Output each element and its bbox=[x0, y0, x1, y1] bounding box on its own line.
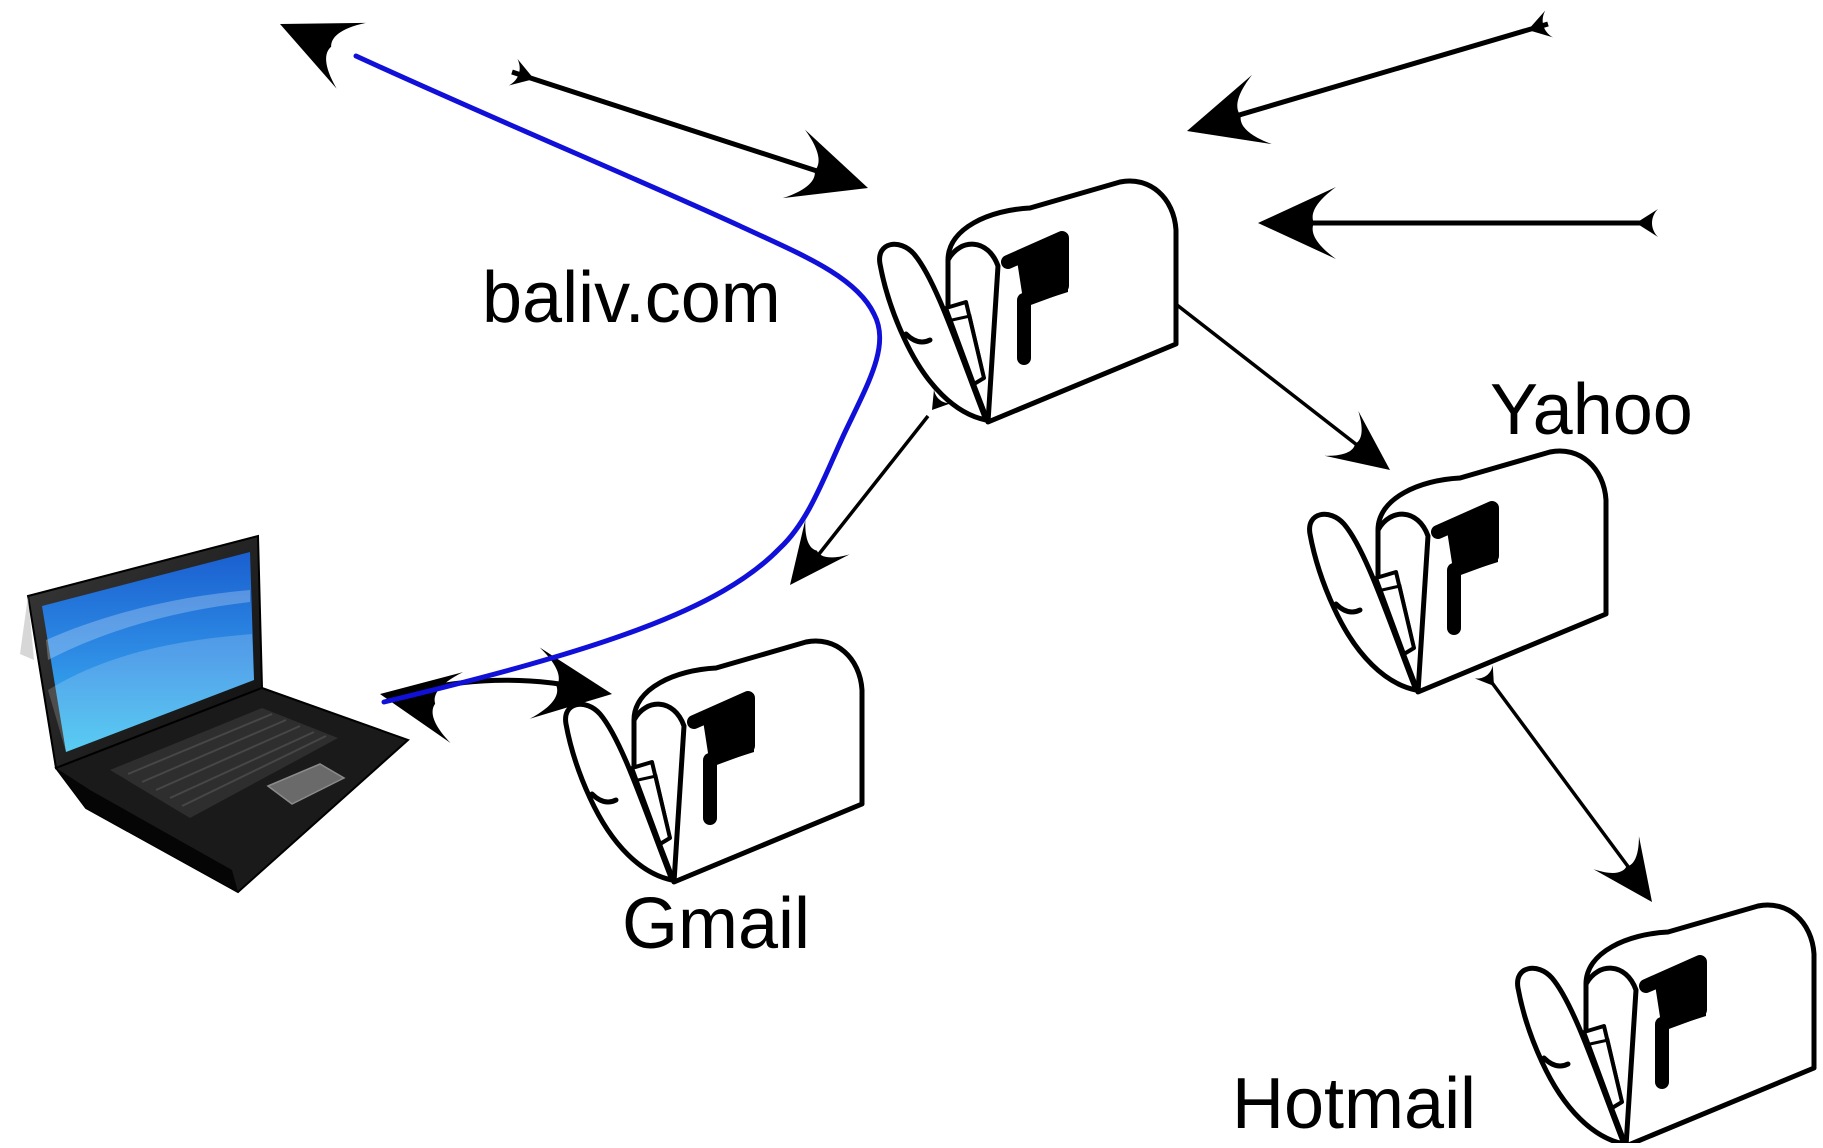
label-yahoo: Yahoo bbox=[1490, 370, 1693, 450]
route-line bbox=[265, 0, 883, 705]
arrow-yahoo-to-hotmail bbox=[1474, 665, 1675, 919]
arrow-inbound-top-right bbox=[1177, 10, 1554, 166]
mailbox-icon bbox=[1518, 905, 1814, 1143]
arrow-inbound-upper-left bbox=[508, 58, 880, 223]
mailbox-icon bbox=[880, 181, 1176, 422]
laptop-icon bbox=[20, 534, 410, 894]
label-gmail: Gmail bbox=[622, 884, 810, 964]
arrow-inbound-right bbox=[1258, 187, 1658, 259]
mailbox-icon bbox=[1310, 451, 1606, 692]
mailbox-icon bbox=[566, 641, 862, 882]
arrow-baliv-to-gmail bbox=[767, 389, 952, 603]
label-hotmail: Hotmail bbox=[1232, 1064, 1476, 1143]
arrow-baliv-to-yahoo bbox=[1139, 272, 1407, 493]
label-baliv: baliv.com bbox=[482, 258, 781, 338]
